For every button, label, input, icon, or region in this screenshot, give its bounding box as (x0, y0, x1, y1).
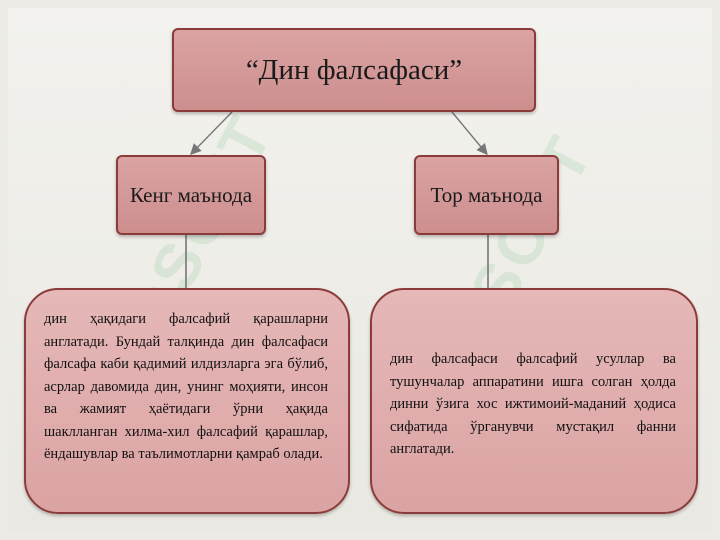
arrow-to-right-branch (451, 111, 488, 156)
diagram-title: “Дин фалсафаси” (172, 28, 536, 112)
branch-description-narrow: дин фалсафаси фалсафий усуллар ва тушунч… (370, 288, 698, 514)
branch-label-broad: Кенг маънода (116, 155, 266, 235)
branch-description-broad: дин ҳақидаги фалсафий қарашларни англата… (24, 288, 350, 514)
branch-label-narrow: Тор маънода (414, 155, 559, 235)
arrow-to-left-branch (190, 111, 233, 156)
